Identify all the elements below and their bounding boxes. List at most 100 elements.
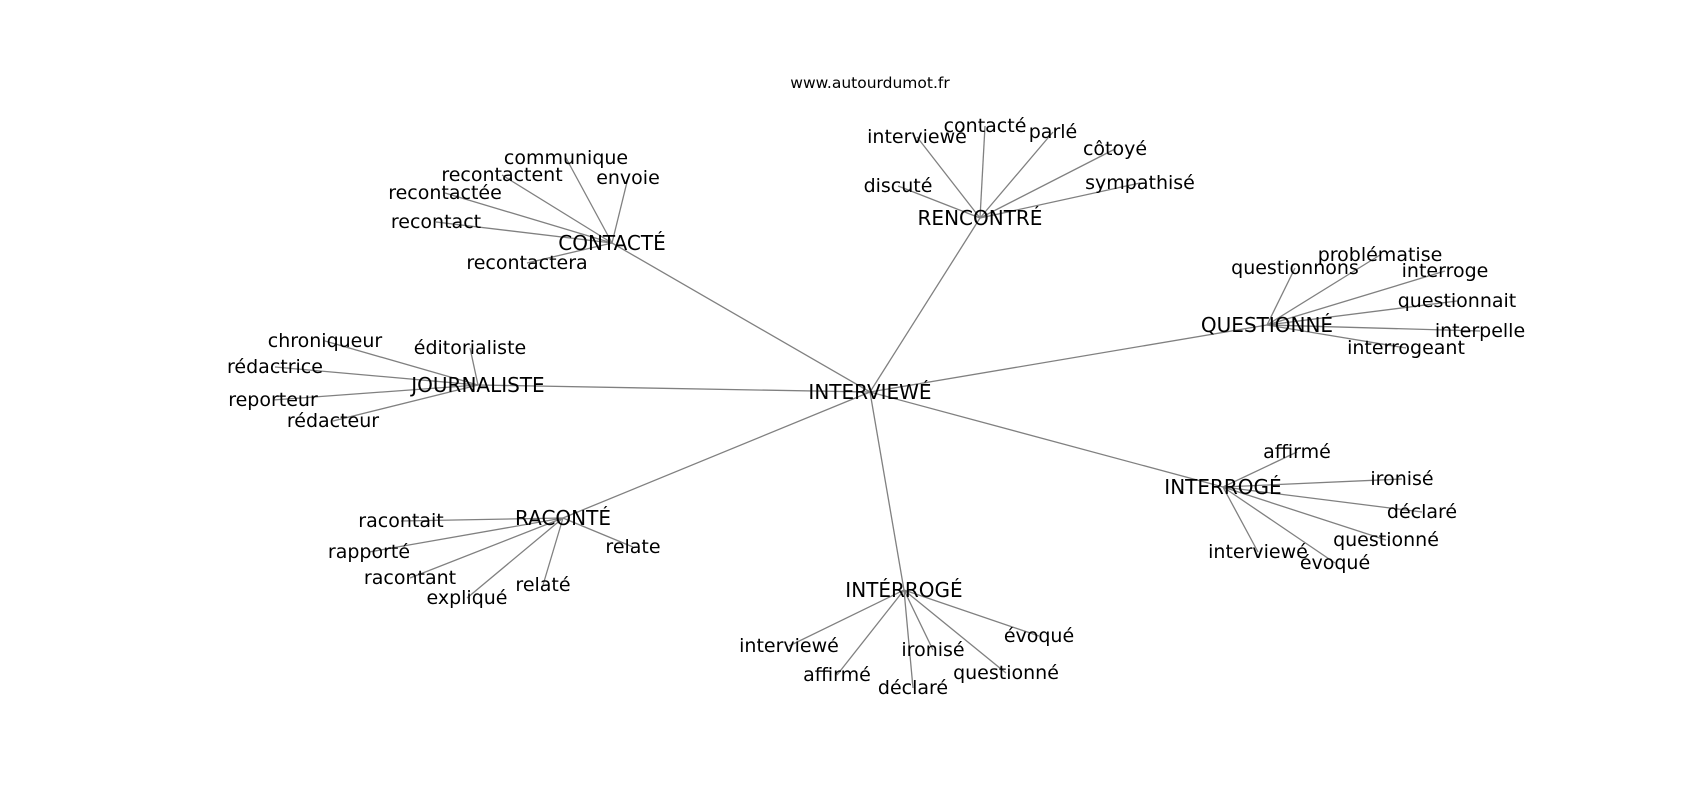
leaf-node-label: chroniqueur [268, 330, 383, 352]
center-node-label: INTERVIEWÉ [808, 380, 931, 404]
edge-hub-leaf [324, 340, 479, 386]
edge-center-hub [477, 384, 871, 393]
leaf-node-label: recontactera [466, 252, 587, 274]
leaf-node-label: questionnons [1231, 257, 1359, 279]
hub-node-label: RENCONTRÉ [918, 206, 1043, 230]
leaf-node-label: relate [605, 536, 660, 558]
edge-center-hub [869, 391, 905, 591]
leaf-node-label: interviewé [739, 635, 839, 657]
edge-hub-leaf [836, 589, 905, 676]
hub-node-label: CONTACTÉ [558, 231, 665, 255]
leaf-node-label: sympathisé [1085, 172, 1195, 194]
edge-hub-leaf [1222, 486, 1259, 553]
leaf-node-label: recontactent [441, 164, 562, 186]
leaf-node-label: affirmé [803, 664, 871, 686]
hub-node-label: JOURNALISTE [409, 373, 544, 397]
edge-hub-leaf [1222, 486, 1387, 541]
leaf-node-label: relaté [515, 574, 570, 596]
edge-hub-leaf [466, 517, 564, 599]
edge-hub-leaf [916, 136, 981, 219]
leaf-node-label: problématise [1318, 244, 1443, 266]
leaf-node-label: interrogeant [1347, 337, 1465, 359]
graph-labels: INTERVIEWÉ CONTACTÉ communiquerecontactent… [227, 115, 1525, 699]
edge-center-hub [869, 324, 1268, 393]
edge-hub-leaf [272, 384, 479, 401]
edge-hub-leaf [368, 517, 564, 553]
graph-edges [272, 125, 1481, 689]
leaf-node-label: racontant [364, 567, 456, 589]
leaf-node-label: interviewé [867, 126, 967, 148]
edge-hub-leaf [1266, 324, 1481, 332]
edge-hub-leaf [897, 185, 981, 219]
hub-node-label: INTÉRROGÉ [845, 578, 962, 602]
edge-hub-leaf [903, 589, 1007, 674]
leaf-node-label: rapporté [328, 541, 410, 563]
edge-hub-leaf [979, 125, 986, 219]
edge-hub-leaf [435, 221, 613, 244]
edge-center-hub [869, 217, 981, 393]
hub-node-label: INTERROGÉ [1164, 475, 1281, 499]
leaf-node-label: reporteur [228, 389, 318, 411]
leaf-node-label: côtoyé [1083, 138, 1147, 160]
edge-hub-leaf [1222, 486, 1336, 564]
edge-hub-leaf [1222, 451, 1298, 488]
edge-center-hub [611, 242, 871, 393]
hub-node-label: QUESTIONNÉ [1201, 313, 1333, 337]
edge-hub-leaf [1222, 486, 1423, 513]
leaf-node-label: ironisé [901, 639, 964, 661]
leaf-node-label: communique [504, 147, 628, 169]
edge-hub-leaf [409, 517, 564, 579]
edge-hub-leaf [788, 589, 905, 647]
leaf-node-label: affirmé [1263, 441, 1331, 463]
leaf-node-label: rédacteur [287, 410, 379, 432]
leaf-node-label: envoie [596, 167, 660, 189]
leaf-node-label: questionné [1333, 529, 1439, 551]
leaf-node-label: interviewé [1208, 541, 1308, 563]
edge-hub-leaf [469, 347, 479, 386]
edge-hub-leaf [611, 177, 629, 244]
edge-hub-leaf [1266, 267, 1296, 326]
leaf-node-label: parlé [1029, 121, 1077, 143]
leaf-node-label: expliqué [426, 587, 507, 609]
edge-hub-leaf [565, 157, 613, 244]
leaf-node-label: interpelle [1435, 320, 1525, 342]
edge-center-hub [562, 391, 871, 519]
edge-hub-leaf [1266, 324, 1407, 349]
leaf-node-label: ironisé [1370, 468, 1433, 490]
leaf-node-label: contacté [944, 115, 1027, 137]
edge-hub-leaf [542, 517, 564, 586]
edge-hub-leaf [979, 182, 1141, 219]
leaf-node-label: racontait [358, 510, 443, 532]
leaf-node-label: interroge [1402, 260, 1489, 282]
leaf-node-label: recontact [391, 211, 481, 233]
leaf-node-label: déclaré [878, 677, 948, 699]
edge-hub-leaf [979, 131, 1054, 219]
site-label: www.autourdumot.fr [790, 74, 950, 92]
edge-hub-leaf [274, 366, 479, 386]
leaf-node-label: recontactée [388, 182, 502, 204]
leaf-node-label: questionné [953, 662, 1059, 684]
edge-hub-leaf [1266, 270, 1446, 326]
leaf-node-label: discuté [864, 175, 933, 197]
leaf-node-label: évoqué [1004, 625, 1074, 647]
edge-hub-leaf [400, 517, 564, 522]
edge-hub-leaf [903, 589, 914, 689]
edge-hub-leaf [562, 517, 634, 548]
edge-hub-leaf [332, 384, 479, 422]
leaf-node-label: questionnait [1398, 290, 1517, 312]
leaf-node-label: éditorialiste [414, 337, 526, 359]
edge-hub-leaf [501, 174, 613, 244]
hub-node-label: RACONTÉ [515, 506, 611, 530]
edge-hub-leaf [1266, 300, 1458, 326]
edge-center-hub [869, 391, 1224, 488]
leaf-node-label: rédactrice [227, 356, 323, 378]
edge-hub-leaf [526, 242, 613, 264]
edge-hub-leaf [1266, 254, 1381, 326]
edge-hub-leaf [903, 589, 934, 651]
leaf-node-label: déclaré [1387, 501, 1457, 523]
edge-hub-leaf [1222, 478, 1403, 488]
edge-hub-leaf [444, 192, 613, 244]
edge-hub-leaf [979, 148, 1116, 219]
edge-hub-leaf [903, 589, 1040, 637]
